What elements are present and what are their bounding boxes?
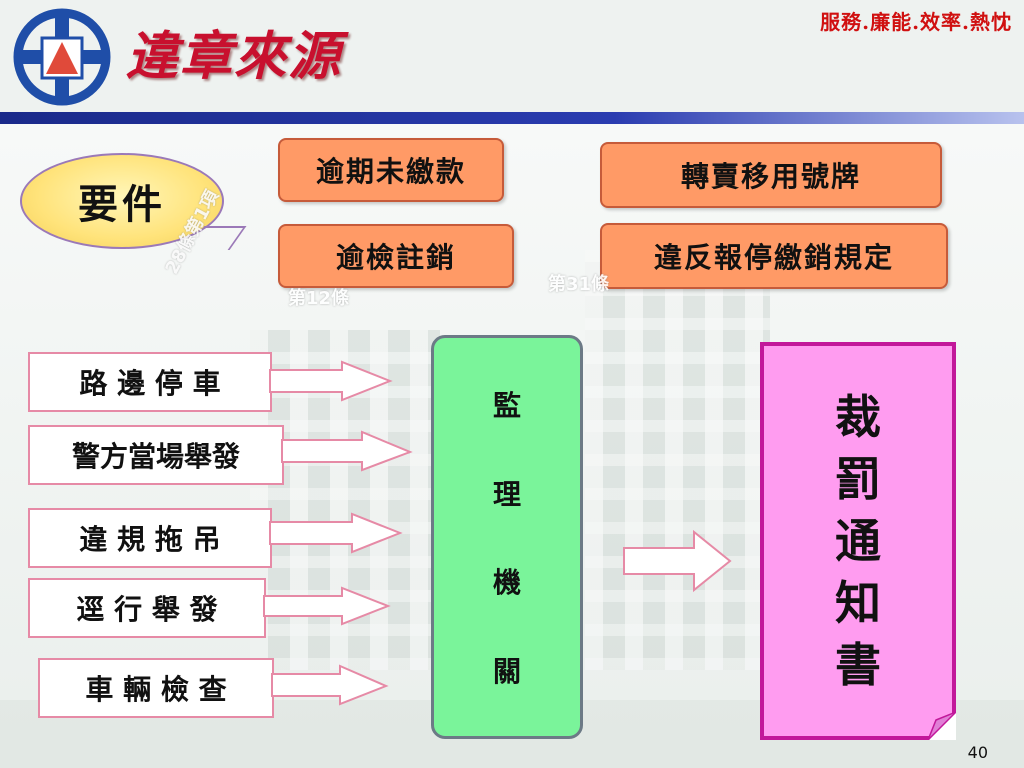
faint-label-article-12: 第12條: [288, 288, 350, 309]
arrow-right-icon: [269, 512, 403, 554]
source-arrows: [263, 360, 413, 706]
penalty-notice-box: 裁 罰 通 知 書: [760, 342, 956, 740]
source-label: 警方當場舉發: [71, 440, 240, 473]
requirement-inspection-cancel: 逾檢註銷: [278, 224, 514, 288]
requirement-label: 違反報停繳銷規定: [653, 241, 894, 274]
agency-box: 監 理 機 關: [431, 335, 583, 739]
source-label: 逕 行 舉 發: [76, 593, 218, 626]
arrow-right-icon: [281, 430, 413, 472]
page-title: 違章來源: [126, 26, 343, 87]
arrow-to-notice-icon: [623, 529, 732, 593]
notice-char: 書: [835, 638, 881, 692]
requirement-label: 逾檢註銷: [335, 241, 456, 274]
agency-emblem-icon: [13, 8, 111, 106]
source-roadside-parking: 路 邊 停 車: [28, 352, 272, 412]
notice-char: 知: [835, 576, 881, 630]
agency-char: 理: [492, 477, 521, 511]
faint-label-article-31: 第31條: [548, 274, 610, 295]
agency-char: 機: [492, 566, 521, 600]
source-direct-report: 逕 行 舉 發: [28, 578, 266, 638]
arrow-right-icon: [269, 360, 393, 402]
agency-char: 監: [492, 389, 521, 423]
arrow-right-icon: [263, 586, 391, 626]
requirements-bubble-label: 要件: [78, 181, 166, 228]
source-police-report: 警方當場舉發: [28, 425, 284, 485]
source-vehicle-inspection: 車 輛 檢 查: [38, 658, 274, 718]
requirement-overdue-payment: 逾期未繳款: [278, 138, 504, 202]
source-label: 路 邊 停 車: [79, 367, 221, 400]
requirement-suspension-violation: 違反報停繳銷規定: [600, 223, 948, 289]
requirement-label: 逾期未繳款: [315, 155, 466, 188]
requirement-plate-transfer: 轉賣移用號牌: [600, 142, 942, 208]
background-building-right: [585, 250, 770, 670]
notice-char: 通: [835, 514, 881, 568]
agency-char: 關: [492, 654, 521, 688]
notice-char: 裁: [835, 390, 881, 444]
motto-text: 服務.廉能.效率.熱忱: [820, 10, 1012, 34]
source-label: 車 輛 檢 查: [85, 673, 227, 706]
source-towing: 違 規 拖 吊: [28, 508, 272, 568]
requirement-label: 轉賣移用號牌: [680, 160, 861, 193]
page-number: 40: [967, 743, 988, 762]
requirements-bubble: 要件: [20, 153, 224, 249]
source-label: 違 規 拖 吊: [79, 523, 221, 556]
arrow-right-icon: [271, 664, 389, 706]
notice-char: 罰: [835, 452, 881, 506]
header-divider-bar: [0, 112, 1024, 124]
page-curl-icon: [928, 712, 956, 740]
